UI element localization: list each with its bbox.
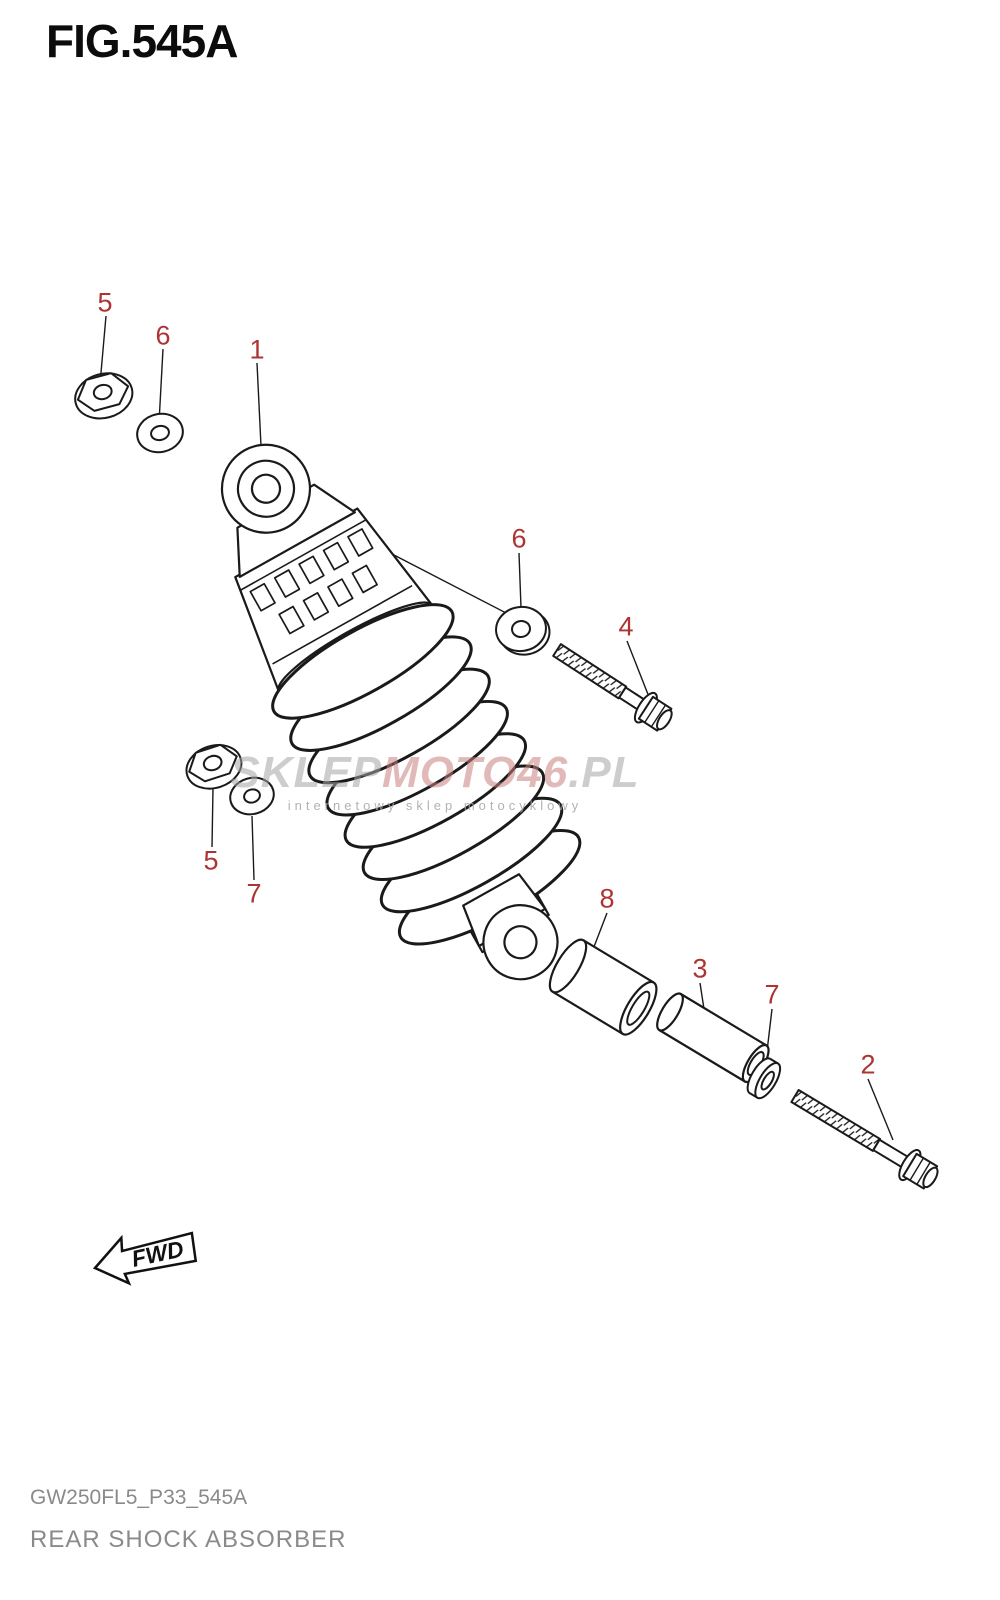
flange-nut-upper — [74, 372, 134, 420]
spacer-collar-large — [548, 938, 658, 1036]
adjuster-slots — [249, 528, 378, 635]
callout-part-6-right: 6 — [511, 523, 527, 554]
bolt-lower — [790, 1088, 939, 1190]
callout-part-5-top: 5 — [97, 287, 113, 318]
washer-right — [495, 605, 551, 656]
washer-middle — [229, 776, 275, 816]
fwd-label: FWD — [129, 1236, 186, 1272]
callout-part-3: 3 — [692, 953, 708, 984]
flange-nut-middle — [185, 743, 243, 790]
spacer-collar-small — [656, 992, 770, 1084]
part-number-code: GW250FL5_P33_545A — [30, 1486, 248, 1509]
callout-part-1: 1 — [249, 334, 265, 365]
callout-part-6-top: 6 — [155, 320, 171, 351]
figure-title: FIG.545A — [46, 15, 238, 67]
callout-part-2: 2 — [860, 1049, 876, 1080]
callout-part-7-bottom: 7 — [764, 979, 780, 1010]
figure-name: REAR SHOCK ABSORBER — [30, 1526, 347, 1553]
callout-part-8: 8 — [599, 883, 615, 914]
bolt-upper — [552, 643, 673, 732]
callout-part-4: 4 — [618, 611, 634, 642]
coil-spring — [271, 603, 582, 946]
shock-absorber-drawing — [220, 443, 582, 981]
washer-lower — [746, 1057, 782, 1100]
callout-part-7-mid: 7 — [246, 878, 262, 909]
callout-part-5-mid: 5 — [203, 845, 219, 876]
fwd-arrow-icon: FWD — [92, 1231, 198, 1286]
washer-upper — [136, 412, 184, 454]
